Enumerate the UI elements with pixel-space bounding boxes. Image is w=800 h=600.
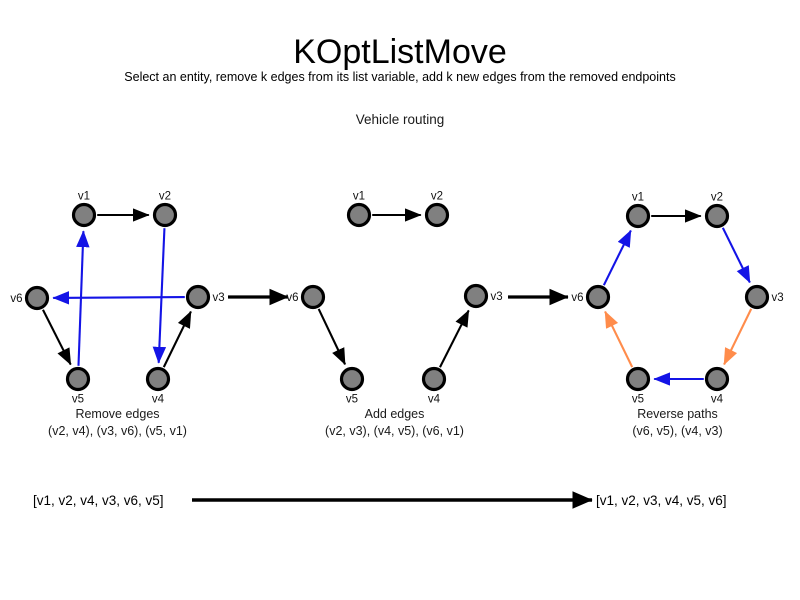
graph-node-v4[interactable]: v4 <box>145 366 171 406</box>
node-label-v5: v5 <box>632 394 644 406</box>
graph-node-v1[interactable]: v1 <box>71 191 97 228</box>
caption-title-reverse: Reverse paths <box>637 407 718 421</box>
edge-v6-to-v1 <box>602 229 632 286</box>
graph-node-v4[interactable]: v4 <box>704 366 730 406</box>
node-label-v6: v6 <box>286 292 298 304</box>
graph-node-v2[interactable]: v2 <box>704 192 730 229</box>
node-label-v2: v2 <box>711 192 723 204</box>
node-circle-v3[interactable] <box>744 284 770 310</box>
graph-node-v1[interactable]: v1 <box>346 191 372 228</box>
graph-node-v4[interactable]: v4 <box>421 366 447 406</box>
graph-node-v5[interactable]: v5 <box>625 366 651 406</box>
graph-node-v2[interactable]: v2 <box>152 191 178 228</box>
sequence-before: [v1, v2, v4, v3, v6, v5] <box>33 493 164 508</box>
graph-node-v1[interactable]: v1 <box>625 192 651 229</box>
page-title: KOptListMove <box>293 33 507 71</box>
section-label: Vehicle routing <box>356 112 445 127</box>
node-label-v1: v1 <box>78 191 90 203</box>
node-label-v4: v4 <box>428 394 441 406</box>
node-label-v3: v3 <box>772 292 784 304</box>
node-circle-v4[interactable] <box>145 366 171 392</box>
node-circle-v4[interactable] <box>421 366 447 392</box>
edge-v5-to-v6 <box>604 310 634 368</box>
node-circle-v3[interactable] <box>185 284 211 310</box>
node-circle-v4[interactable] <box>704 366 730 392</box>
node-circle-v5[interactable] <box>65 366 91 392</box>
node-label-v3: v3 <box>491 291 503 303</box>
edge-v3-to-v6 <box>52 291 185 305</box>
panel-caption-remove: Remove edges (v2, v4), (v3, v6), (v5, v1) <box>48 407 187 438</box>
node-label-v1: v1 <box>353 191 365 203</box>
sequence-after: [v1, v2, v3, v4, v5, v6] <box>596 493 727 508</box>
edge-v6-to-v5 <box>317 308 346 366</box>
graph-node-v6[interactable]: v6 <box>571 284 611 310</box>
captions-layer: Remove edges (v2, v4), (v3, v6), (v5, v1)… <box>48 407 723 438</box>
node-circle-v6[interactable] <box>585 284 611 310</box>
nodes-layer: v1 v2 v3 v4 v5 v6 v1 v2 v3 v4 v5 v6 v1 v2 v3 v4 v5 v6 <box>10 191 783 406</box>
node-circle-v2[interactable] <box>424 202 450 228</box>
node-circle-v6[interactable] <box>24 285 50 311</box>
caption-detail-remove: (v2, v4), (v3, v6), (v5, v1) <box>48 424 187 438</box>
graph-node-v3[interactable]: v3 <box>463 283 503 309</box>
graph-node-v6[interactable]: v6 <box>10 285 50 311</box>
caption-title-remove: Remove edges <box>75 407 159 421</box>
node-label-v3: v3 <box>213 292 225 304</box>
graph-node-v5[interactable]: v5 <box>65 366 91 406</box>
node-circle-v1[interactable] <box>71 202 97 228</box>
node-label-v6: v6 <box>10 293 22 305</box>
graph-node-v5[interactable]: v5 <box>339 366 365 406</box>
node-circle-v2[interactable] <box>704 203 730 229</box>
graph-node-v3[interactable]: v3 <box>744 284 784 310</box>
node-circle-v5[interactable] <box>625 366 651 392</box>
edge-v4-to-v3 <box>439 309 470 368</box>
edge-v6-to-v5 <box>42 309 72 366</box>
node-label-v5: v5 <box>72 394 84 406</box>
node-label-v6: v6 <box>571 292 583 304</box>
caption-detail-reverse: (v6, v5), (v4, v3) <box>632 424 722 438</box>
node-label-v2: v2 <box>159 191 171 203</box>
node-circle-v1[interactable] <box>346 202 372 228</box>
page-subtitle: Select an entity, remove k edges from it… <box>124 70 675 84</box>
node-label-v1: v1 <box>632 192 644 204</box>
node-label-v4: v4 <box>711 394 724 406</box>
caption-detail-add: (v2, v3), (v4, v5), (v6, v1) <box>325 424 464 438</box>
node-label-v5: v5 <box>346 394 358 406</box>
node-circle-v6[interactable] <box>300 284 326 310</box>
edge-v5-to-v1 <box>76 230 90 366</box>
edge-v2-to-v3 <box>721 227 751 284</box>
panel-caption-add: Add edges (v2, v3), (v4, v5), (v6, v1) <box>325 407 464 438</box>
node-circle-v5[interactable] <box>339 366 365 392</box>
graph-node-v2[interactable]: v2 <box>424 191 450 228</box>
graph-node-v3[interactable]: v3 <box>185 284 225 310</box>
node-circle-v1[interactable] <box>625 203 651 229</box>
edge-v3-to-v4 <box>723 308 753 366</box>
node-label-v2: v2 <box>431 191 443 203</box>
caption-title-add: Add edges <box>365 407 425 421</box>
edges-layer <box>42 208 753 386</box>
node-label-v4: v4 <box>152 394 165 406</box>
edge-v4-to-v3 <box>162 310 192 368</box>
edge-v2-to-v4 <box>152 228 167 364</box>
graph-node-v6[interactable]: v6 <box>286 284 326 310</box>
panel-caption-reverse: Reverse paths (v6, v5), (v4, v3) <box>632 407 722 438</box>
sequence-row: [v1, v2, v4, v3, v6, v5] [v1, v2, v3, v4… <box>33 491 727 509</box>
node-circle-v2[interactable] <box>152 202 178 228</box>
node-circle-v3[interactable] <box>463 283 489 309</box>
